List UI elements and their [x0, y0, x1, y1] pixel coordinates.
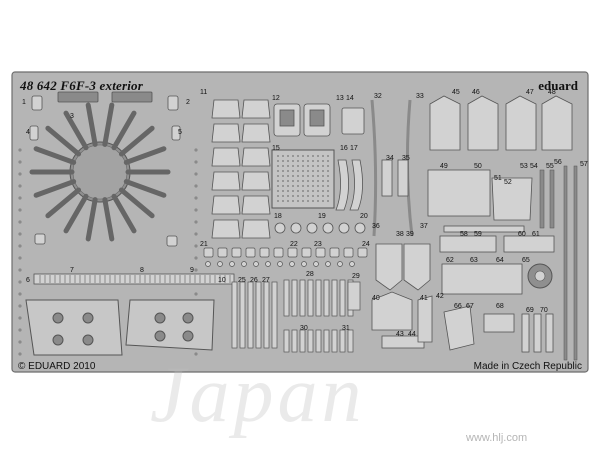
- part-number-label: 10: [218, 277, 226, 284]
- part-number-label: 24: [362, 241, 370, 248]
- part-number-label: 35: [402, 155, 410, 162]
- made-in-text: Made in Czech Republic: [473, 361, 582, 372]
- fret-title: 48 642 F6F-3 exterior: [20, 78, 144, 93]
- part-number-label: 42: [436, 293, 444, 300]
- part-number-label: 34: [386, 155, 394, 162]
- part-number-label: 9: [190, 267, 194, 274]
- part-number-label: 8: [140, 267, 144, 274]
- part-number-label: 65: [522, 257, 530, 264]
- part-number-label: 56: [554, 159, 562, 166]
- part-number-label: 22: [290, 241, 298, 248]
- part-number-label: 66: [454, 303, 462, 310]
- part-number-label: 21: [200, 241, 208, 248]
- part-number-label: 33: [416, 93, 424, 100]
- part-number-label: 26: [250, 277, 258, 284]
- part-number-label: 4: [26, 129, 30, 136]
- part-number-label: 39: [406, 231, 414, 238]
- wheel-hub-parts: [441, 263, 553, 295]
- instrument-panels: [273, 103, 365, 137]
- part-number-label: 44: [408, 331, 416, 338]
- part-number-label: 19: [318, 213, 326, 220]
- part-number-label: 38: [396, 231, 404, 238]
- part-number-label: 46: [472, 89, 480, 96]
- long-curved-parts: [370, 99, 414, 237]
- part-number-label: 3: [70, 113, 74, 120]
- part-number-label: 6: [26, 277, 30, 284]
- part-number-label: 31: [342, 325, 350, 332]
- part-number-label: 68: [496, 303, 504, 310]
- part-number-label: 54: [530, 163, 538, 170]
- part-number-label: 45: [452, 89, 460, 96]
- right-strips: [539, 165, 578, 361]
- gear-door-parts: [375, 243, 431, 291]
- flap-panels: [25, 299, 215, 356]
- part-number-label: 20: [360, 213, 368, 220]
- part-number-label: 32: [374, 93, 382, 100]
- watermark-site: www.hlj.com: [466, 432, 528, 444]
- part-number-label: 1: [22, 99, 26, 106]
- part-number-label: 17: [350, 145, 358, 152]
- part-number-label: 14: [346, 95, 354, 102]
- part-number-label: 30: [300, 325, 308, 332]
- part-number-label: 11: [200, 89, 207, 96]
- small-brackets: [203, 247, 368, 267]
- watermark-text: Japan: [150, 351, 366, 439]
- part-number-label: 43: [396, 331, 404, 338]
- part-number-label: 23: [314, 241, 322, 248]
- part-number-label: 60: [518, 231, 526, 238]
- engine-face-part: [29, 102, 171, 242]
- vertical-strips: [231, 279, 361, 353]
- part-number-label: 18: [274, 213, 282, 220]
- small-lower-right-parts: [443, 305, 554, 353]
- part-number-label: 64: [496, 257, 504, 264]
- part-number-label: 63: [470, 257, 478, 264]
- part-number-label: 37: [420, 223, 428, 230]
- seat-belts: [335, 159, 363, 211]
- copyright-text: © EDUARD 2010: [18, 361, 96, 372]
- perforated-panel: [271, 149, 335, 209]
- part-number-label: 5: [178, 129, 182, 136]
- fairings: [429, 95, 573, 151]
- part-number-label: 48: [548, 89, 556, 96]
- part-number-label: 29: [352, 273, 360, 280]
- brand-label: eduard: [538, 78, 578, 93]
- part-number-label: 58: [460, 231, 468, 238]
- part-number-label: 69: [526, 307, 534, 314]
- part-number-label: 40: [372, 295, 380, 302]
- part-number-label: 70: [540, 307, 548, 314]
- part-number-label: 49: [440, 163, 448, 170]
- part-number-label: 47: [526, 89, 534, 96]
- part-number-label: 51: [494, 175, 502, 182]
- part-number-label: 59: [474, 231, 482, 238]
- part-number-label: 16: [340, 145, 348, 152]
- part-number-label: 61: [532, 231, 540, 238]
- part-number-label: 13: [336, 95, 344, 102]
- hinge-parts: [427, 169, 533, 233]
- part-number-label: 7: [70, 267, 74, 274]
- part-number-label: 57: [580, 161, 588, 168]
- part-number-label: 28: [306, 271, 314, 278]
- part-number-label: 52: [504, 179, 512, 186]
- part-number-label: 12: [272, 95, 280, 102]
- bracket-row: [439, 235, 555, 253]
- part-number-label: 27: [262, 277, 270, 284]
- small-discs: [274, 222, 366, 234]
- part-number-label: 15: [272, 145, 280, 152]
- part-number-label: 50: [474, 163, 482, 170]
- strip-part: [33, 273, 235, 285]
- lower-center-parts: [371, 291, 433, 349]
- part-number-label: 62: [446, 257, 454, 264]
- part-number-label: 67: [466, 303, 474, 310]
- part-number-label: 36: [372, 223, 380, 230]
- cooling-gills-column: [211, 99, 271, 239]
- left-small-parts: [29, 91, 181, 247]
- part-number-label: 55: [546, 163, 554, 170]
- part-number-label: 25: [238, 277, 246, 284]
- part-number-label: 2: [186, 99, 190, 106]
- part-number-label: 53: [520, 163, 528, 170]
- part-number-label: 41: [420, 295, 428, 302]
